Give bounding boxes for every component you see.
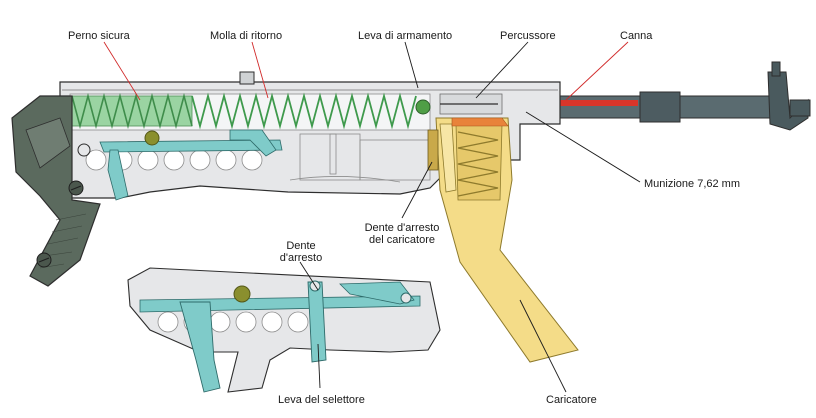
- leader-lines: [103, 41, 641, 393]
- label-dente-arresto-line1: Dente: [286, 240, 316, 252]
- return-spring: [71, 92, 431, 130]
- label-percussore: Percussore: [500, 30, 556, 42]
- label-dente-arresto: Dente d'arresto: [274, 240, 328, 264]
- magazine: [427, 117, 579, 363]
- label-leva-armamento: Leva di armamento: [358, 30, 453, 42]
- label-dente-caricatore-line2: del caricatore: [368, 234, 436, 246]
- label-perno-sicura: Perno sicura: [68, 30, 130, 42]
- label-dente-caricatore: Dente d'arresto del caricatore: [352, 222, 452, 246]
- label-leva-selettore: Leva del selettore: [278, 394, 365, 406]
- label-canna: Canna: [620, 30, 653, 42]
- label-caricatore: Caricatore: [546, 394, 597, 406]
- label-dente-caricatore-line1: Dente d'arresto: [364, 222, 440, 234]
- label-dente-arresto-line2: d'arresto: [279, 252, 323, 264]
- label-molla-ritorno: Molla di ritorno: [210, 30, 283, 42]
- selector-inset: [127, 267, 441, 393]
- trigger-mechanism: [77, 129, 283, 201]
- barrel: [499, 61, 811, 131]
- label-munizione: Munizione 7,62 mm: [644, 178, 740, 190]
- stock: [11, 95, 101, 287]
